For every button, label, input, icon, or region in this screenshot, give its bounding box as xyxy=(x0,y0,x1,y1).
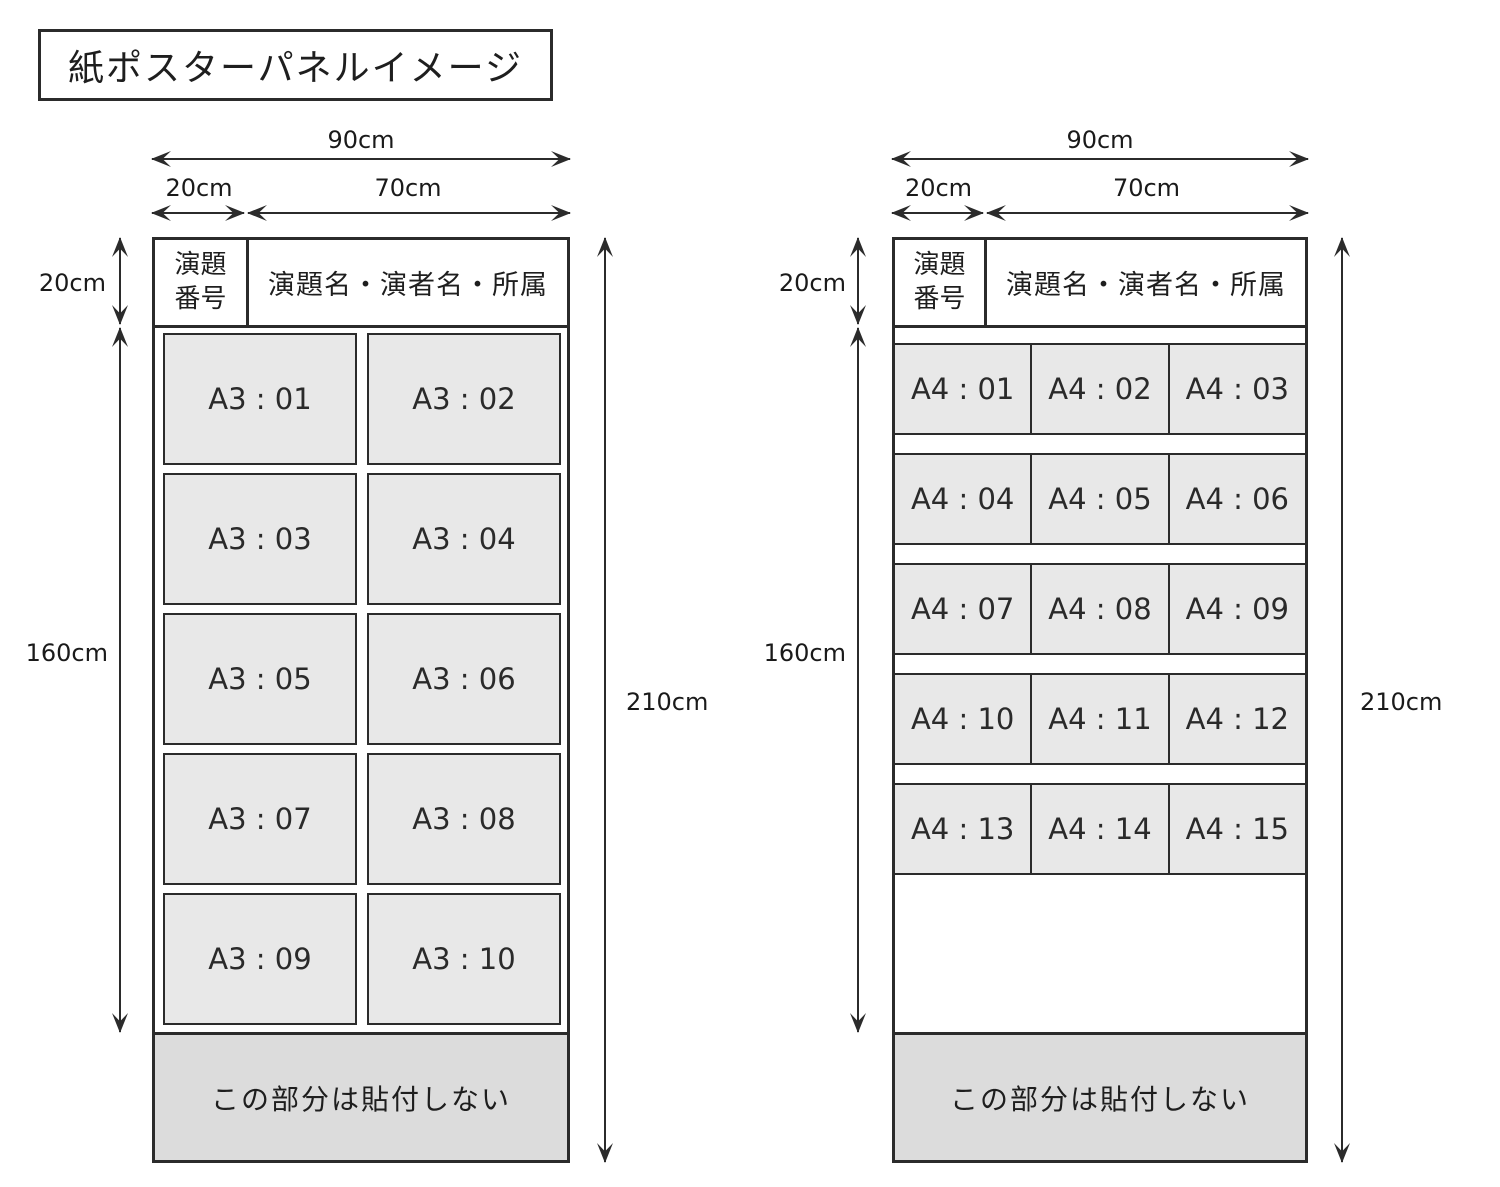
a3-no-paste-area: この部分は貼付しない xyxy=(155,1032,567,1160)
a4-dim-total-width-label: 90cm xyxy=(1066,126,1134,154)
a3-total-height-arrow xyxy=(604,238,606,1162)
a3-content-height-arrow xyxy=(119,328,121,1032)
a4-total-width-arrow xyxy=(892,158,1308,160)
poster-cell: A4 : 07 xyxy=(910,592,1015,626)
poster-cell: A3 : 02 xyxy=(367,333,561,465)
poster-cell: A3 : 09 xyxy=(163,893,357,1025)
a4-header-number-cell: 演題番号 xyxy=(895,240,987,325)
poster-cell: A3 : 05 xyxy=(163,613,357,745)
poster-cell: A4 : 15 xyxy=(1167,785,1305,873)
poster-cell: A3 : 03 xyxy=(163,473,357,605)
poster-cell: A3 : 06 xyxy=(367,613,561,745)
poster-cell: A4 : 09 xyxy=(1167,565,1305,653)
a4-title-width-arrow xyxy=(987,212,1308,214)
a4-total-height-arrow xyxy=(1341,238,1343,1162)
a3-dim-title-width-label: 70cm xyxy=(374,174,442,202)
poster-cell: A3 : 04 xyxy=(367,473,561,605)
poster-strip: A4 : 13 A4 : 14 A4 : 15 xyxy=(895,783,1305,875)
poster-cell: A3 : 08 xyxy=(367,753,561,885)
poster-strip: A4 : 10 A4 : 11 A4 : 12 xyxy=(895,673,1305,765)
a3-header-number-label: 演題番号 xyxy=(174,249,227,314)
a4-dim-total-height-label: 210cm xyxy=(1360,688,1443,716)
poster-cell: A4 : 13 xyxy=(910,812,1015,846)
poster-strip: A4 : 01 A4 : 02 A4 : 03 xyxy=(895,343,1305,435)
a4-header-title-label: 演題名・演者名・所属 xyxy=(1006,270,1286,301)
poster-cell: A4 : 04 xyxy=(910,482,1015,516)
a3-header-title-label: 演題名・演者名・所属 xyxy=(268,270,548,301)
a3-dim-number-width-label: 20cm xyxy=(165,174,233,202)
poster-cell: A4 : 02 xyxy=(1030,345,1167,433)
a3-dim-total-height-label: 210cm xyxy=(626,688,709,716)
poster-cell: A4 : 14 xyxy=(1030,785,1167,873)
a4-dim-title-width-label: 70cm xyxy=(1112,174,1181,202)
poster-cell: A3 : 01 xyxy=(163,333,357,465)
a4-panel: 演題番号 演題名・演者名・所属 A4 : 01 A4 : 02 A4 : 03 … xyxy=(892,237,1308,1163)
poster-cell: A4 : 11 xyxy=(1030,675,1167,763)
a4-dim-content-height-label: 160cm xyxy=(763,639,846,667)
a4-content-height-arrow xyxy=(857,328,859,1032)
poster-cell: A4 : 01 xyxy=(910,372,1015,406)
a3-dim-header-height-label: 20cm xyxy=(38,269,106,297)
a4-dim-header-height-label: 20cm xyxy=(778,269,846,297)
a3-panel-header: 演題番号 演題名・演者名・所属 xyxy=(155,240,567,328)
poster-cell: A4 : 06 xyxy=(1167,455,1305,543)
a3-title-width-arrow xyxy=(248,212,570,214)
a3-header-height-arrow xyxy=(119,238,121,324)
a3-header-number-cell: 演題番号 xyxy=(155,240,249,325)
poster-cell: A4 : 12 xyxy=(1167,675,1305,763)
poster-cell: A4 : 08 xyxy=(1030,565,1167,653)
a4-panel-header: 演題番号 演題名・演者名・所属 xyxy=(895,240,1305,328)
a3-total-width-arrow xyxy=(152,158,570,160)
a3-dim-total-width-label: 90cm xyxy=(327,126,395,154)
a3-dim-content-height-label: 160cm xyxy=(25,639,108,667)
poster-cell: A4 : 05 xyxy=(1030,455,1167,543)
page-title: 紙ポスターパネルイメージ xyxy=(38,29,553,101)
a4-no-paste-area: この部分は貼付しない xyxy=(895,1032,1305,1160)
poster-cell: A3 : 07 xyxy=(163,753,357,885)
a4-header-title-cell: 演題名・演者名・所属 xyxy=(987,240,1305,325)
a3-header-title-cell: 演題名・演者名・所属 xyxy=(249,240,567,325)
a4-header-number-label: 演題番号 xyxy=(913,249,966,314)
poster-cell: A3 : 10 xyxy=(367,893,561,1025)
poster-cell: A4 : 03 xyxy=(1167,345,1305,433)
a3-number-width-arrow xyxy=(152,212,244,214)
poster-strip: A4 : 04 A4 : 05 A4 : 06 xyxy=(895,453,1305,545)
poster-strip: A4 : 07 A4 : 08 A4 : 09 xyxy=(895,563,1305,655)
a4-dim-number-width-label: 20cm xyxy=(904,174,973,202)
a4-header-height-arrow xyxy=(857,238,859,324)
a3-panel: 演題番号 演題名・演者名・所属 A3 : 01 A3 : 02 A3 : 03 … xyxy=(152,237,570,1163)
poster-cell: A4 : 10 xyxy=(910,702,1015,736)
a4-number-width-arrow xyxy=(892,212,983,214)
